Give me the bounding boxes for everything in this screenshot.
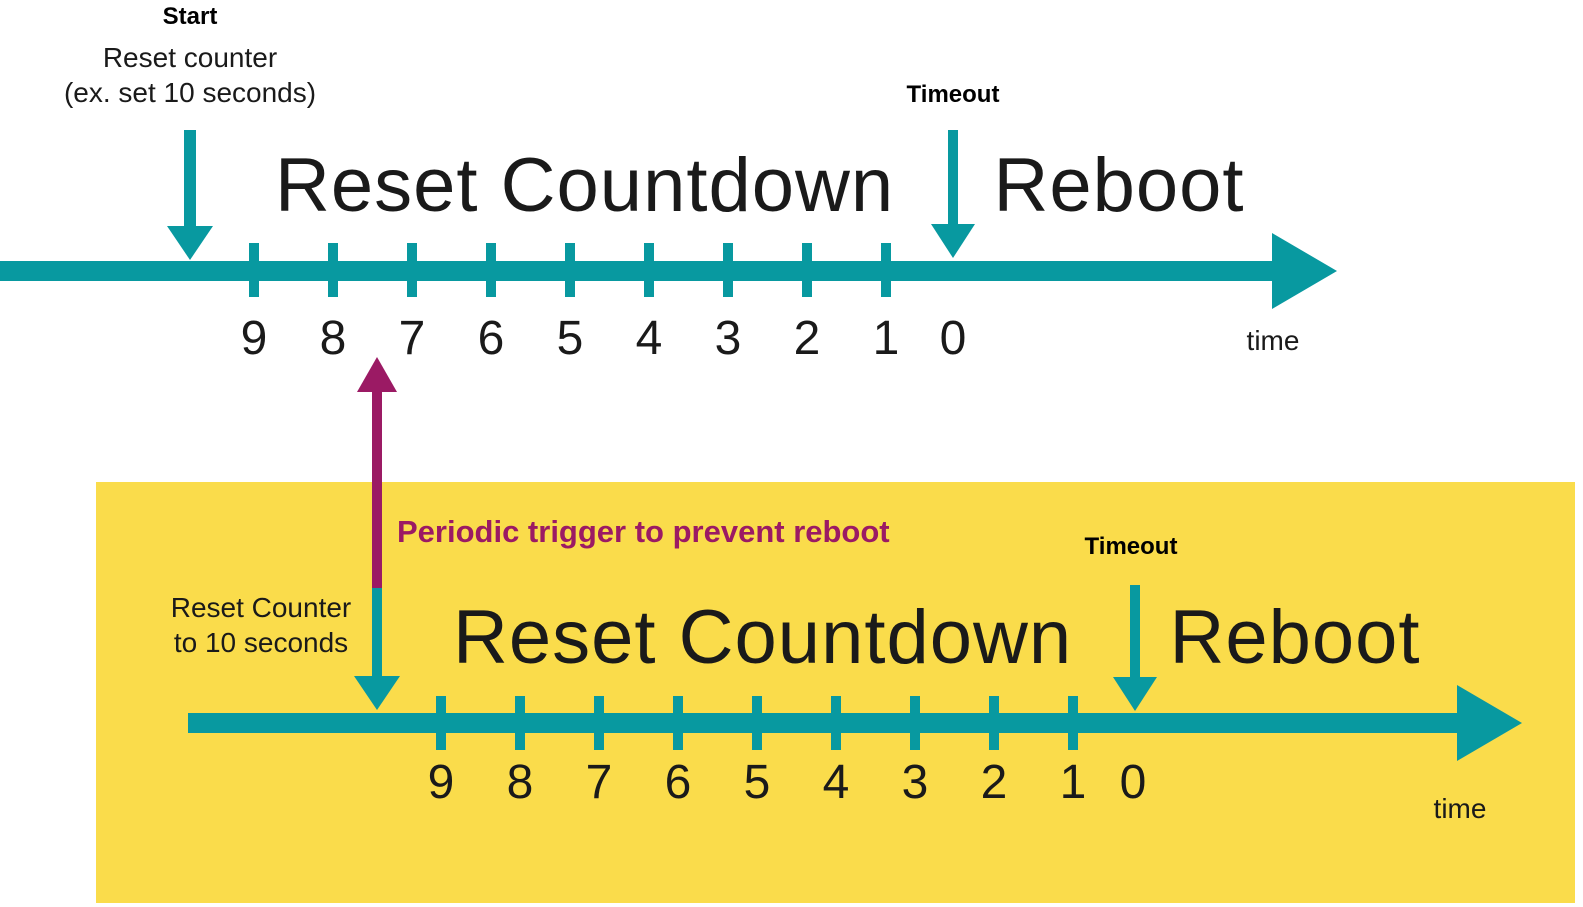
tick-label: 4 — [822, 756, 850, 809]
trigger-arrow-line-teal — [372, 588, 382, 677]
bottom-countdown-label: Reset Countdown — [453, 595, 1073, 680]
trigger-arrow-line-purple — [372, 390, 382, 588]
tick-label: 0 — [939, 312, 967, 365]
start-subtitle-line1: Reset counter — [102, 42, 278, 73]
tick-mark — [436, 696, 446, 750]
top-reboot-label: Reboot — [993, 143, 1245, 228]
tick-label: 3 — [901, 756, 929, 809]
tick-label: 8 — [319, 312, 347, 365]
trigger-arrowhead-down-icon — [354, 676, 400, 710]
start-title: Start — [162, 3, 218, 30]
bottom-reboot-label: Reboot — [1169, 595, 1421, 680]
tick-mark — [644, 243, 654, 297]
tick-label: 7 — [585, 756, 613, 809]
tick-label: 2 — [980, 756, 1008, 809]
bottom-timeline-arrowhead-icon — [1457, 685, 1522, 761]
start-subtitle-line2: (ex. set 10 seconds) — [63, 77, 317, 108]
tick-label: 5 — [556, 312, 584, 365]
bottom-time-axis-label: time — [1433, 793, 1487, 824]
tick-label: 9 — [427, 756, 455, 809]
tick-label: 1 — [872, 312, 900, 365]
bottom-timeline-bar — [188, 713, 1457, 733]
tick-label: 5 — [743, 756, 771, 809]
tick-mark — [673, 696, 683, 750]
start-label-group: Start Reset counter (ex. set 10 seconds) — [30, 2, 350, 110]
tick-mark — [723, 243, 733, 297]
tick-mark — [249, 243, 259, 297]
tick-label: 2 — [793, 312, 821, 365]
tick-mark — [486, 243, 496, 297]
bottom-timeout-arrowhead-icon — [1113, 677, 1157, 711]
tick-label: 0 — [1119, 756, 1147, 809]
tick-mark — [328, 243, 338, 297]
bottom-timeout-arrow-line — [1130, 585, 1140, 678]
top-timeline-bar — [0, 261, 1272, 281]
start-arrow-line — [184, 130, 196, 227]
top-time-axis-label: time — [1246, 325, 1300, 356]
tick-mark — [515, 696, 525, 750]
top-timeout-label: Timeout — [906, 81, 1000, 108]
reset-counter-line1: Reset Counter — [170, 592, 352, 623]
top-countdown-label: Reset Countdown — [275, 143, 895, 228]
tick-label: 7 — [398, 312, 426, 365]
bottom-timeout-label: Timeout — [1084, 533, 1178, 560]
reset-counter-line2: to 10 seconds — [173, 627, 349, 658]
tick-mark — [989, 696, 999, 750]
tick-mark — [565, 243, 575, 297]
reset-counter-label-group: Reset Counter to 10 seconds — [141, 590, 381, 660]
tick-label: 6 — [664, 756, 692, 809]
top-timeline-arrowhead-icon — [1272, 233, 1337, 309]
tick-mark — [752, 696, 762, 750]
tick-mark — [594, 696, 604, 750]
yellow-panel — [96, 482, 1575, 903]
tick-mark — [802, 243, 812, 297]
trigger-arrowhead-up-icon — [357, 357, 397, 392]
tick-label: 4 — [635, 312, 663, 365]
tick-label: 1 — [1059, 756, 1087, 809]
top-timeout-arrow-line — [948, 130, 958, 225]
tick-mark — [407, 243, 417, 297]
tick-mark — [881, 243, 891, 297]
tick-label: 6 — [477, 312, 505, 365]
tick-mark — [1068, 696, 1078, 750]
tick-mark — [831, 696, 841, 750]
tick-label: 9 — [240, 312, 268, 365]
tick-label: 3 — [714, 312, 742, 365]
periodic-trigger-label: Periodic trigger to prevent reboot — [397, 514, 890, 549]
tick-mark — [910, 696, 920, 750]
top-timeout-arrowhead-icon — [931, 224, 975, 258]
start-arrowhead-icon — [167, 226, 213, 260]
tick-label: 8 — [506, 756, 534, 809]
